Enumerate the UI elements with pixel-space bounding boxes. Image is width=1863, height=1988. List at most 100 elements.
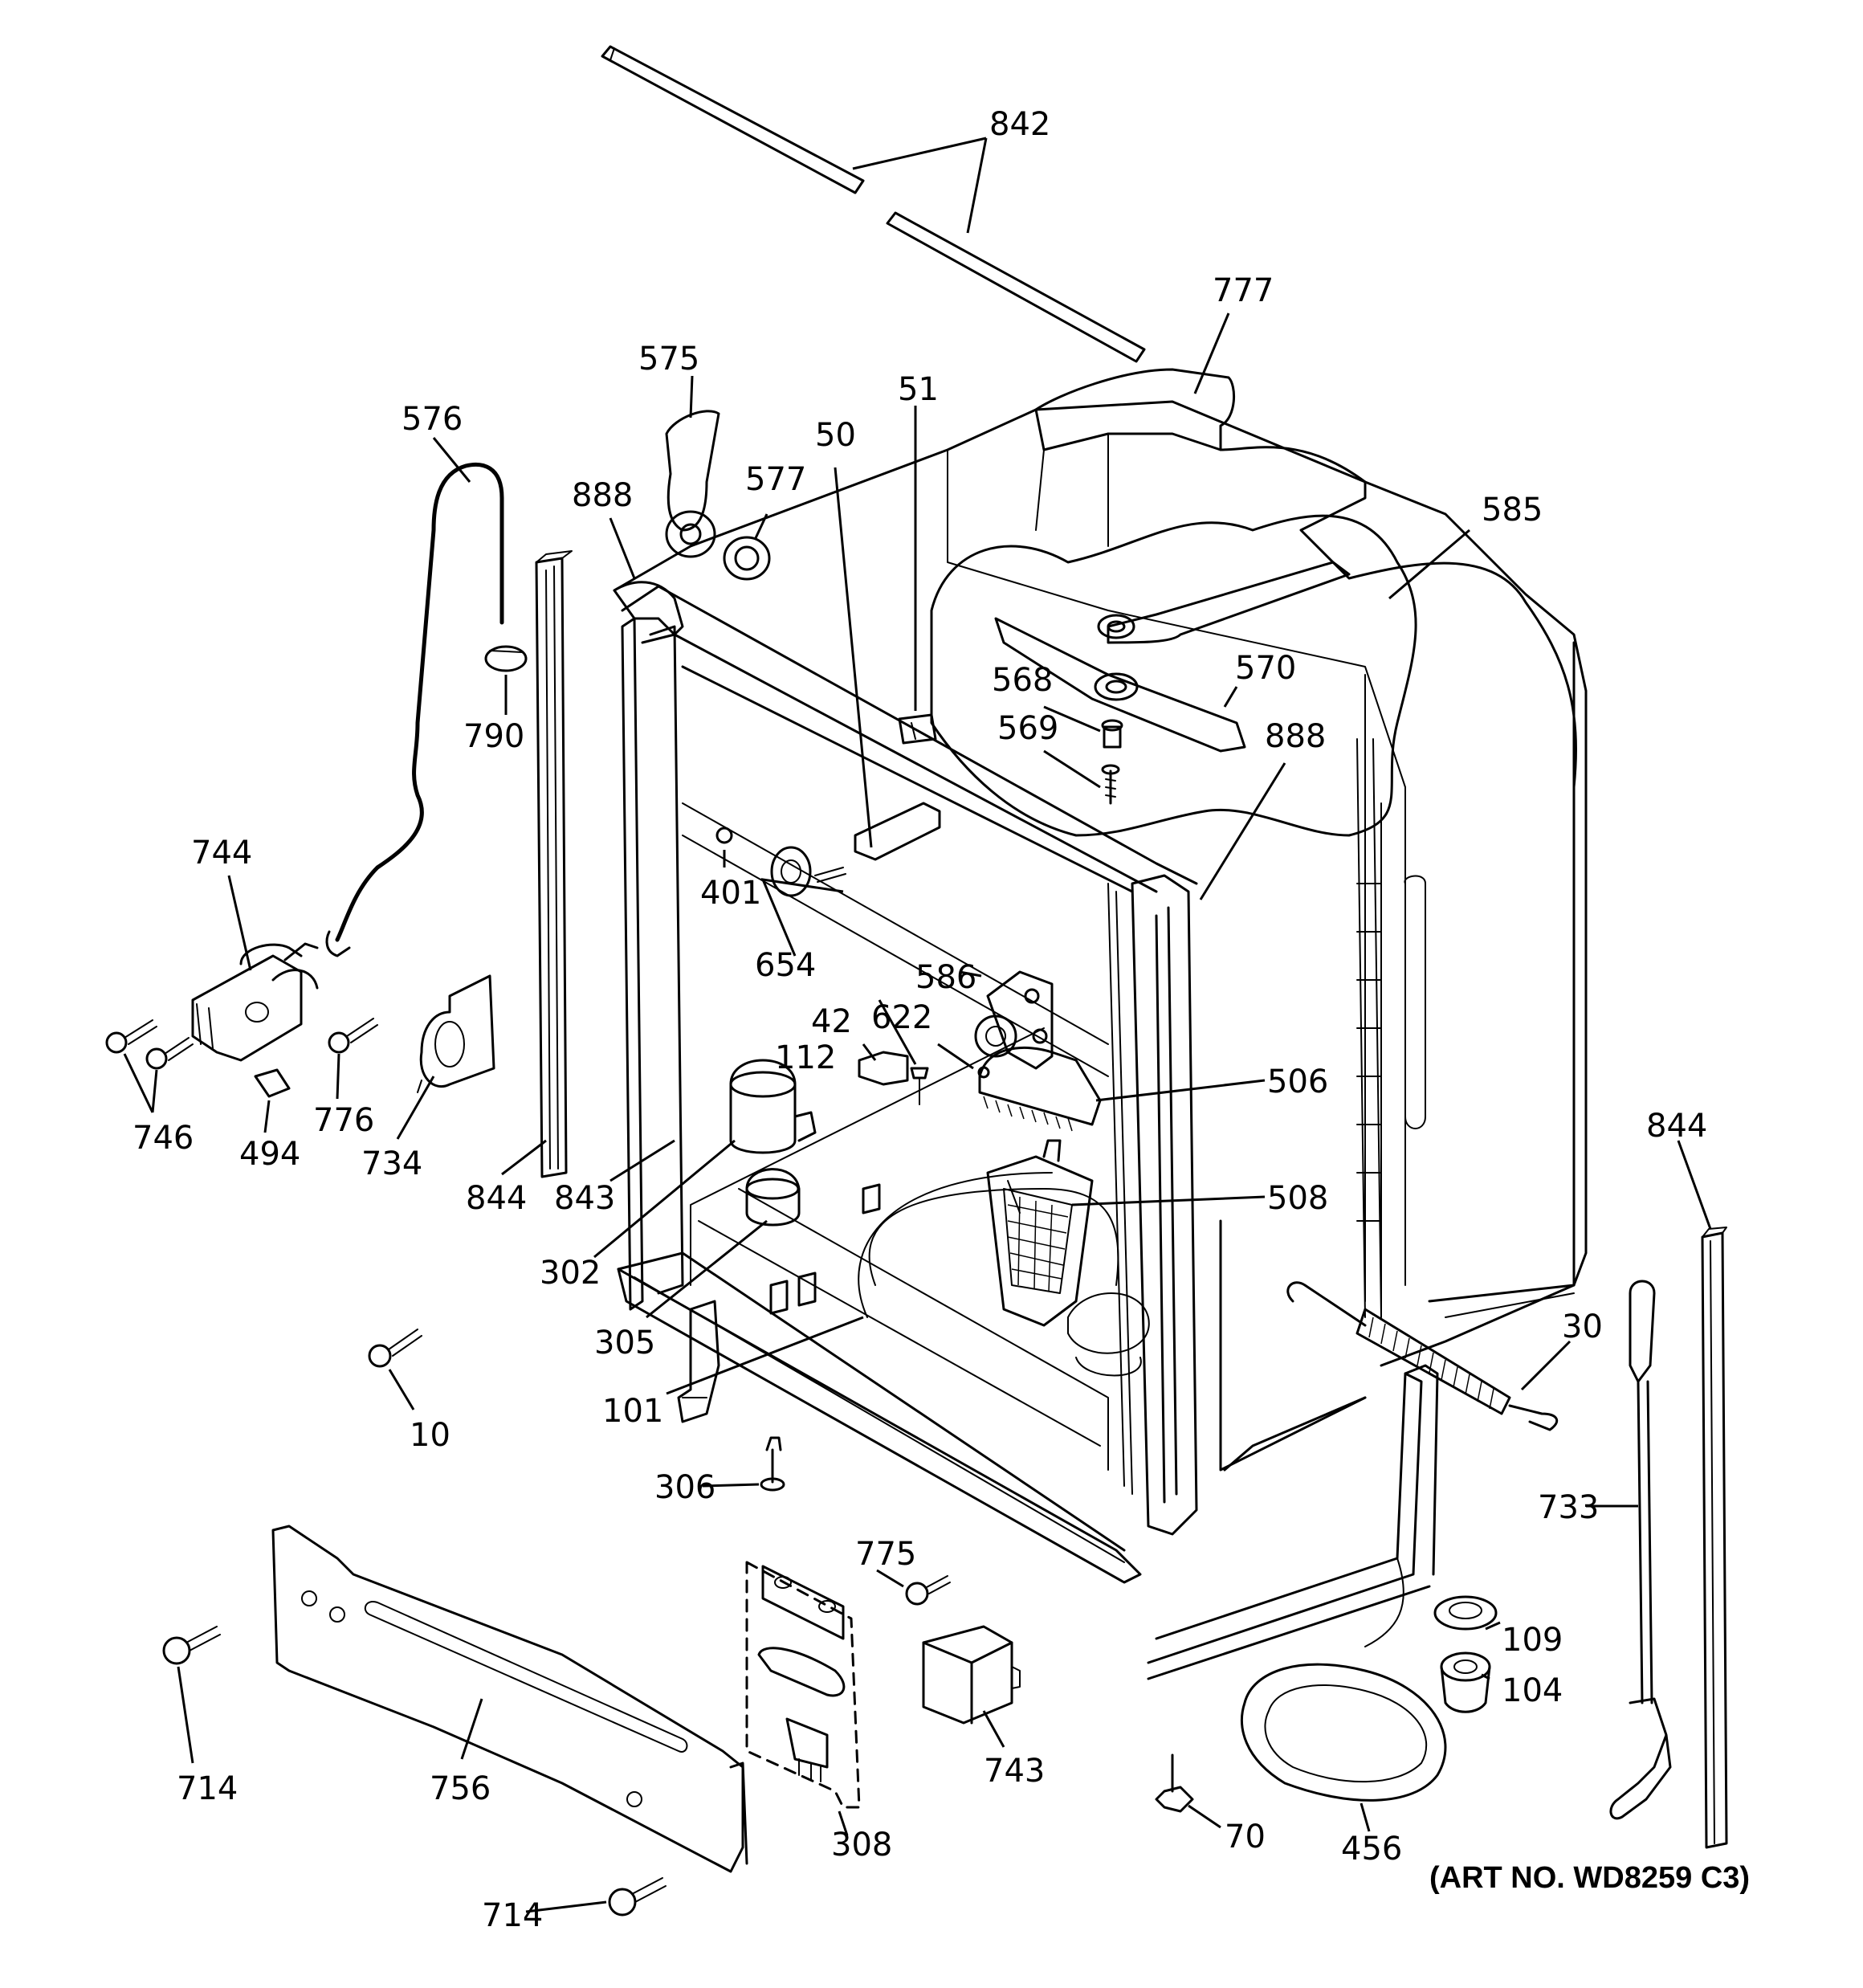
label-744: 744	[191, 835, 252, 872]
nut-104	[1440, 1651, 1491, 1713]
pulley-654	[770, 846, 846, 897]
label-305: 305	[594, 1325, 655, 1361]
dome-305	[745, 1168, 801, 1227]
bracket-50	[854, 802, 941, 861]
inlet-valve-744	[191, 942, 319, 1062]
label-585: 585	[1482, 492, 1543, 529]
tub-assembly	[613, 400, 1588, 1584]
label-577: 577	[745, 461, 806, 498]
label-70: 70	[1225, 1819, 1266, 1855]
label-843: 843	[554, 1180, 615, 1217]
screw-714-bottom	[608, 1877, 667, 1917]
part-labels: 842 777 575 576 51 50 577 888 585 570 56…	[132, 106, 1750, 1934]
label-506: 506	[1267, 1063, 1328, 1100]
spray-arm-nut-568	[1101, 719, 1123, 749]
gasket-101	[617, 1251, 1126, 1552]
label-743: 743	[984, 1753, 1045, 1790]
label-888-right: 888	[1265, 718, 1326, 755]
label-775: 775	[855, 1536, 916, 1573]
screw-746-a	[105, 1019, 157, 1054]
label-756: 756	[430, 1770, 491, 1807]
upper-spray-arm-585	[1097, 561, 1351, 644]
label-302: 302	[540, 1255, 601, 1292]
label-844-left: 844	[466, 1180, 527, 1217]
label-109: 109	[1502, 1622, 1563, 1659]
label-888-left: 888	[572, 477, 633, 514]
filter-506	[978, 1046, 1102, 1132]
bracket-734	[417, 974, 495, 1093]
label-576: 576	[402, 401, 463, 438]
label-746: 746	[132, 1120, 194, 1157]
label-568: 568	[992, 662, 1053, 699]
label-101: 101	[602, 1393, 663, 1430]
label-844-right: 844	[1646, 1108, 1707, 1145]
insulation-blanket-777	[930, 368, 1577, 837]
label-734: 734	[361, 1145, 422, 1182]
label-714-bottom: 714	[482, 1897, 543, 1934]
floor-boss-a	[862, 1183, 881, 1214]
label-50: 50	[815, 417, 856, 454]
gasket-strip-844-right	[1701, 1227, 1728, 1849]
label-42: 42	[811, 1003, 852, 1040]
basket-508	[986, 1139, 1094, 1327]
label-494: 494	[239, 1136, 300, 1173]
valve-586	[974, 970, 1054, 1070]
label-112: 112	[775, 1039, 836, 1076]
label-790: 790	[463, 718, 524, 755]
label-586: 586	[915, 959, 976, 996]
switch-assembly-308	[745, 1561, 861, 1809]
washer-109	[1433, 1595, 1498, 1631]
screw-746-b	[145, 1037, 194, 1070]
spray-arm-screw-569	[1101, 764, 1120, 805]
rail-756	[271, 1525, 748, 1873]
label-401: 401	[700, 875, 761, 912]
frame-left-888	[613, 581, 684, 636]
label-508: 508	[1267, 1180, 1328, 1217]
lower-spray-arm-570	[994, 617, 1246, 753]
module-743	[922, 1625, 1021, 1725]
label-456: 456	[1341, 1831, 1402, 1868]
floor-boss-b	[769, 1272, 817, 1315]
label-733: 733	[1538, 1489, 1599, 1526]
label-104: 104	[1502, 1672, 1563, 1709]
art-number: (ART NO. WD8259 C3)	[1429, 1861, 1750, 1895]
frame-base-right	[1147, 1364, 1439, 1680]
label-30: 30	[1562, 1308, 1603, 1345]
dome-302	[729, 1059, 817, 1154]
label-308: 308	[831, 1827, 892, 1863]
fill-hose-576	[325, 462, 504, 957]
label-776: 776	[313, 1102, 374, 1139]
bolt-306	[760, 1436, 785, 1492]
label-777: 777	[1213, 272, 1274, 309]
screw-42	[910, 1067, 929, 1105]
frame-foot-left	[677, 1300, 720, 1423]
spring-30	[1286, 1281, 1559, 1431]
label-10: 10	[410, 1417, 450, 1454]
screw-776	[328, 1018, 378, 1054]
gasket-strip-844-left	[535, 550, 573, 1178]
grommet-401	[715, 827, 733, 844]
strip-842-upper	[601, 45, 865, 194]
hose-clamp-790	[484, 645, 528, 672]
label-622: 622	[871, 999, 932, 1036]
leader-lines	[123, 137, 1712, 1913]
switch-51	[898, 713, 937, 745]
screw-714-left	[162, 1626, 221, 1665]
gasket-577	[723, 536, 771, 581]
strip-842-lower	[886, 211, 1146, 363]
label-570: 570	[1235, 650, 1296, 687]
vent-575	[665, 410, 720, 558]
label-842: 842	[989, 106, 1050, 143]
label-51: 51	[898, 371, 939, 408]
label-654: 654	[755, 947, 816, 984]
label-569: 569	[997, 710, 1058, 747]
label-306: 306	[654, 1469, 715, 1506]
leveling-leg-70	[1155, 1753, 1194, 1813]
label-714-left: 714	[177, 1770, 238, 1807]
screw-10	[368, 1329, 422, 1368]
link-rod-733	[1609, 1280, 1672, 1820]
screw-775	[905, 1575, 951, 1606]
clip-494	[254, 1068, 291, 1098]
tray-456	[1241, 1663, 1447, 1802]
